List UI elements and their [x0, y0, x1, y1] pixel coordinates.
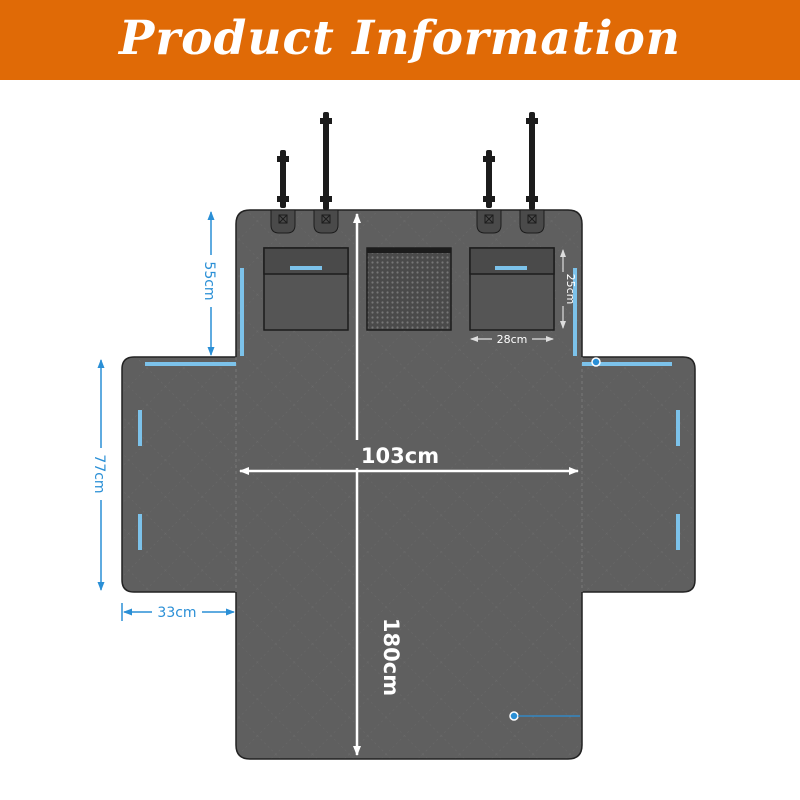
side-flap-width-label: 33cm	[157, 605, 196, 621]
pocket-width-label: 28cm	[497, 333, 528, 346]
pocket-height-label: 25cm	[564, 274, 577, 305]
seat-cover-body	[121, 209, 696, 760]
mesh-pocket-icon	[366, 247, 452, 331]
banner: Product Information	[0, 0, 800, 80]
width-label: 103cm	[361, 444, 439, 468]
seat-anchor-icon	[509, 357, 601, 721]
headrest-strap-icon	[277, 112, 538, 210]
accent-stripes	[138, 268, 680, 550]
strap-tab-icon	[270, 209, 545, 234]
banner-title: Product Information	[119, 11, 681, 66]
length-label: 180cm	[379, 618, 403, 696]
side-flap-length-label: 77cm	[91, 454, 107, 493]
flap-height-label: 55cm	[201, 261, 217, 300]
width-label-bg	[355, 440, 445, 468]
storage-pocket-icon	[263, 247, 555, 331]
